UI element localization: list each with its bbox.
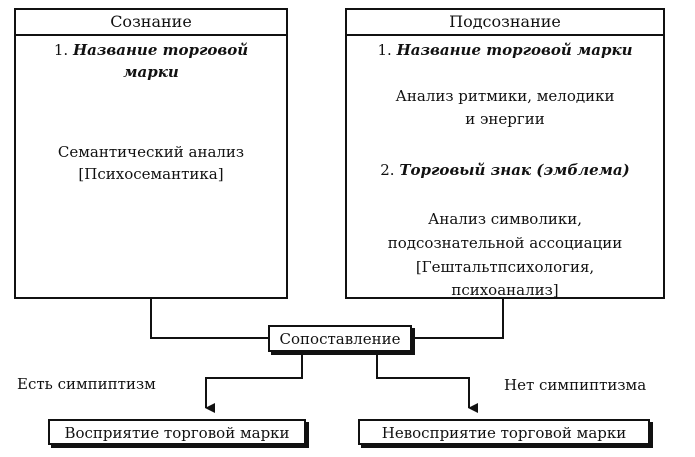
consciousness-box: Сознание 1. Название торговой марки Сема… [14, 8, 288, 299]
rhythm-analysis-line1: Анализ ритмики, мелодики [395, 87, 615, 105]
semantic-analysis-line1: Семантический анализ [57, 143, 245, 161]
symbolism-analysis-line4: психоанализ] [451, 281, 559, 299]
comparison-label: Сопоставление [279, 330, 401, 348]
rhythm-analysis-line2: и энергии [465, 110, 545, 128]
comparison-box: Сопоставление [268, 325, 412, 352]
symbolism-analysis-line2: подсознательной ассоциации [387, 234, 623, 252]
subconscious-item-2-title: Торговый знак (эмблема) [399, 161, 630, 179]
connector-comparison-to-left-result [205, 352, 303, 413]
consciousness-item-1-title-line2: марки [123, 63, 179, 81]
subconscious-item-2-number: 2. [380, 161, 395, 179]
symbolism-analysis-line1: Анализ символики, [428, 210, 582, 228]
result-non-perception-label: Невосприятие торговой марки [381, 424, 627, 442]
subconscious-item-2: 2. Торговый знак (эмблема) [347, 160, 663, 180]
consciousness-header: Сознание [16, 10, 286, 36]
consciousness-item-1-number: 1. [53, 41, 69, 59]
branch-label-sympathy: Есть симпиптизм [17, 375, 156, 393]
consciousness-item-1: 1. Название торговой [16, 40, 286, 60]
result-perception-box: Восприятие торговой марки [48, 419, 306, 445]
result-non-perception-box: Невосприятие торговой марки [358, 419, 650, 445]
consciousness-item-1-title: Название торговой [72, 41, 249, 59]
branch-label-no-sympathy: Нет симпиптизма [504, 376, 647, 394]
result-perception-label: Восприятие торговой марки [64, 424, 290, 442]
connector-comparison-to-right-result [376, 352, 478, 413]
subconscious-item-1-number: 1. [377, 41, 392, 59]
subconscious-box: Подсознание 1. Название торговой марки А… [345, 8, 665, 299]
subconscious-header: Подсознание [347, 10, 663, 36]
connector-right-to-comparison [412, 298, 504, 339]
subconscious-item-1-title: Название торговой марки [396, 41, 633, 59]
semantic-analysis-line2: [Психосемантика] [78, 165, 224, 183]
subconscious-item-1: 1. Название торговой марки [347, 40, 663, 60]
connector-left-to-comparison [150, 298, 268, 339]
symbolism-analysis-line3: [Гештальтпсихология, [415, 258, 595, 276]
